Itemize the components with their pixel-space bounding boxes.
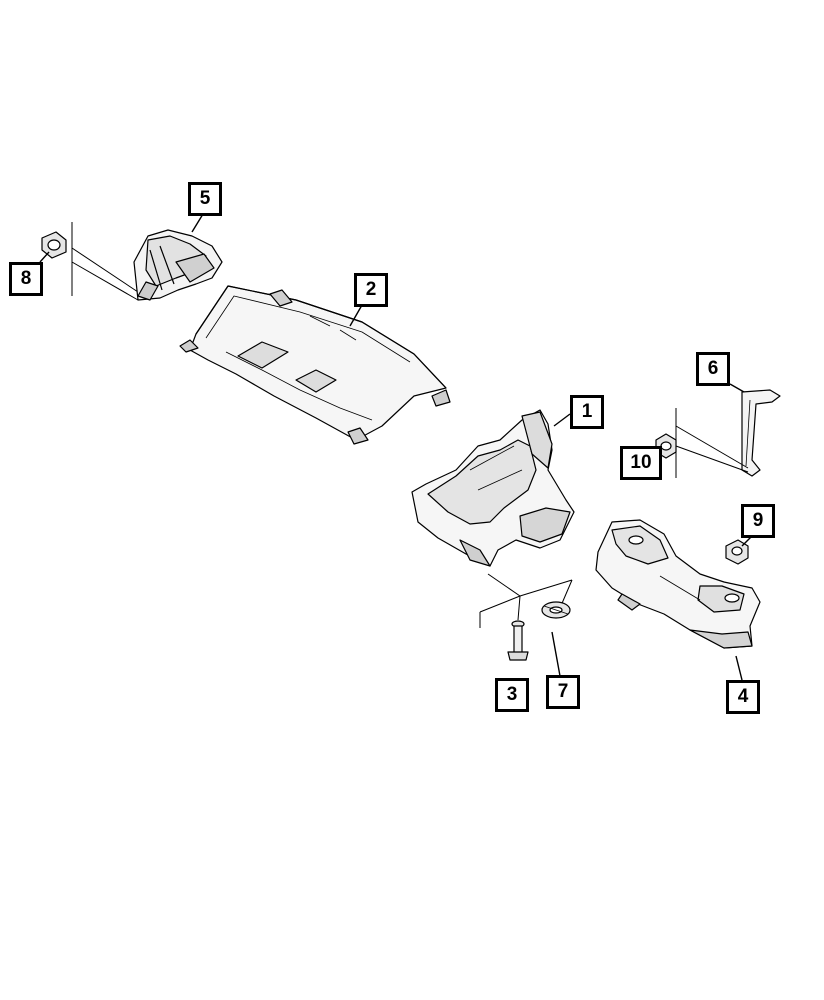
leader-4	[735, 655, 743, 681]
callout-6[interactable]: 6	[696, 352, 730, 386]
leader-6	[729, 383, 745, 393]
callout-7[interactable]: 7	[546, 675, 580, 709]
callout-3[interactable]: 3	[495, 678, 529, 712]
part-5-heat-shield	[133, 229, 223, 301]
leader-5	[191, 213, 204, 233]
callout-4[interactable]: 4	[726, 680, 760, 714]
bracket-8-5	[71, 222, 139, 301]
leader-7	[551, 631, 561, 677]
callout-10[interactable]: 10	[620, 446, 662, 480]
leader-8	[39, 251, 50, 263]
callout-1[interactable]: 1	[570, 395, 604, 429]
part-1-heat-shield	[411, 409, 575, 567]
part-8-nut	[41, 231, 67, 259]
callout-2[interactable]: 2	[354, 273, 388, 307]
part-3-bolt	[507, 620, 529, 661]
leader-2	[349, 304, 363, 327]
part-2-heat-shield	[179, 285, 451, 445]
callout-5[interactable]: 5	[188, 182, 222, 216]
bracket-10-6	[675, 408, 749, 478]
part-7-clip	[541, 601, 571, 619]
leader-1	[553, 413, 571, 427]
part-6-bracket	[741, 389, 781, 477]
callout-9[interactable]: 9	[741, 504, 775, 538]
part-4-heat-shield	[595, 519, 761, 649]
callout-8[interactable]: 8	[9, 262, 43, 296]
bracket-1-3-7	[479, 573, 573, 628]
